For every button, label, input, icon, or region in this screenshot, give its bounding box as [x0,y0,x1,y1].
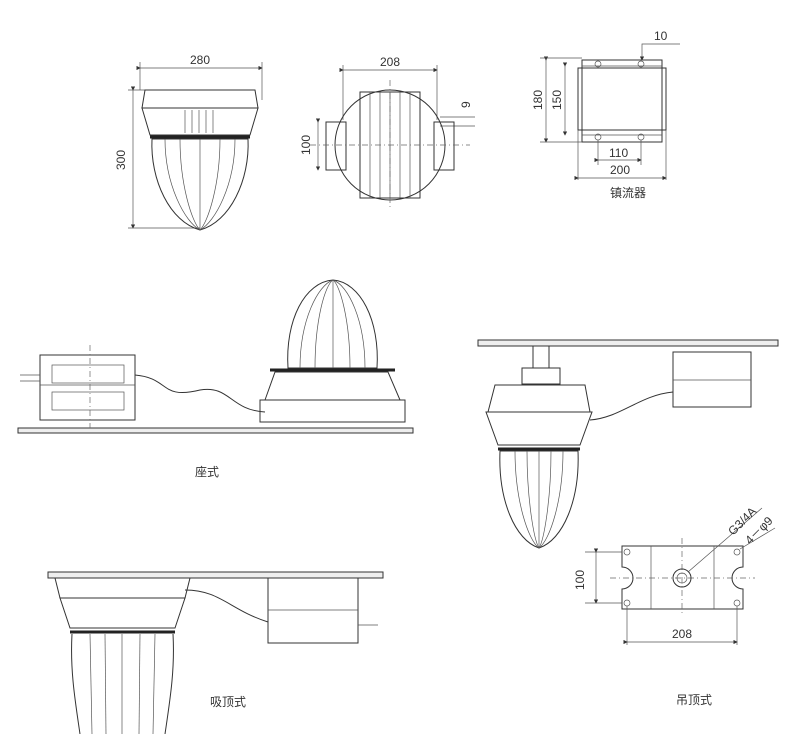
ceiling-mount-view: 吸顶式 [47,571,384,734]
pendant-mount-caption: 吊顶式 [676,693,712,707]
ballast-width-dim: 200 [610,163,630,177]
ceiling-mount-caption: 吸顶式 [210,695,246,709]
plate-width-dim: 208 [672,627,692,641]
top-width-dim: 208 [380,55,400,69]
ballast-caption: 镇流器 [610,186,646,200]
side-width-dim: 280 [190,53,210,67]
lamp-top-view: 208 9 100 [299,55,475,210]
ballast-view: 10 180 150 110 200 镇流器 [531,29,680,200]
ballast-inner-height-dim: 150 [550,90,564,110]
ballast-outer-height-dim: 180 [531,90,545,110]
lamp-side-view: 280 300 [114,53,263,231]
pendant-mount-view: 吊顶式 [477,339,779,707]
mounting-plate-view: G3/4A 4－φ9 100 208 [573,504,776,645]
side-height-dim: 300 [114,150,128,170]
ballast-hole-spacing-dim: 110 [609,146,628,160]
ballast-offset-dim: 10 [654,29,668,43]
top-slot-dim: 9 [459,101,473,108]
seat-mount-view: 座式 [17,279,414,479]
plate-height-dim: 100 [573,570,587,590]
seat-mount-caption: 座式 [195,464,219,479]
top-height-dim: 100 [299,135,313,155]
